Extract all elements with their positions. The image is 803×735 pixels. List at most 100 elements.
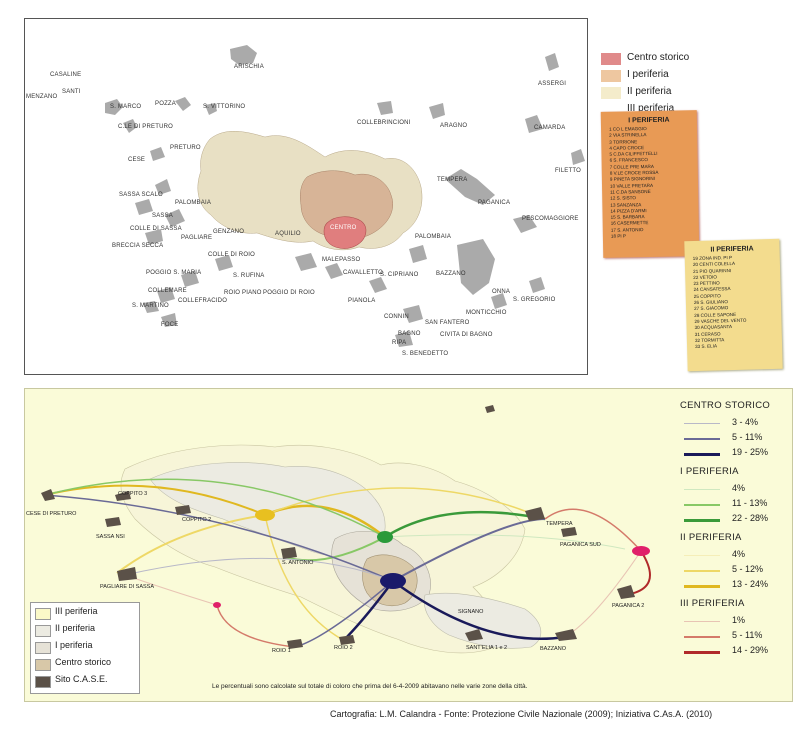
flow-legend-line xyxy=(684,489,720,490)
map-label: CESE xyxy=(128,157,146,163)
map-label: COLLE DI ROIO xyxy=(208,252,255,258)
map-label: PALOMBAIA xyxy=(415,234,452,240)
map-label: CAMARDA xyxy=(534,125,566,131)
map-label: MALEPASSO xyxy=(322,257,361,263)
map-label: CENTRO xyxy=(330,225,357,231)
map-label: SAN FANTERO xyxy=(425,320,470,326)
map-label: MONTICCHIO xyxy=(466,310,507,316)
map-label: S. GREGORIO xyxy=(513,297,556,303)
flow-legend-line xyxy=(684,651,720,654)
map-label: POZZA xyxy=(155,101,177,107)
map-label: MENZANO xyxy=(26,94,58,100)
site-label: SIGNANO xyxy=(458,609,484,615)
map-label: ASSERGI xyxy=(538,81,567,87)
flow-legend-row: 14 - 29% xyxy=(682,645,782,657)
legend-label: Centro storico xyxy=(627,52,690,63)
flow-legend-heading: I PERIFERIA xyxy=(680,466,739,477)
frazioni-patches xyxy=(105,45,585,347)
flow-legend-line xyxy=(684,519,720,522)
map-label: ROIO PIANO xyxy=(224,290,262,296)
site-label: PAGANICA 2 xyxy=(612,603,645,609)
flow-legend-line xyxy=(684,453,720,456)
flow-legend-row: 5 - 11% xyxy=(682,432,782,444)
site-label: TEMPERA xyxy=(546,521,573,527)
map-label: CASALINE xyxy=(50,72,82,78)
flow-legend-row: 5 - 12% xyxy=(682,564,782,576)
legend-swatch xyxy=(601,53,621,65)
list-item: 18 PI P xyxy=(610,233,627,239)
map-label: BRECCIA SECCA xyxy=(112,243,164,249)
map-label: PALOMBAIA xyxy=(175,200,212,206)
flow-legend-line xyxy=(684,570,720,572)
map-label: FOCE xyxy=(161,322,179,328)
map-label: BAZZANO xyxy=(436,271,466,277)
map-label: S. RUFINA xyxy=(233,273,265,279)
legend-row: III periferia xyxy=(35,606,139,620)
site-label: PAGLIARE DI SASSA xyxy=(100,584,155,590)
flow-legend-line xyxy=(684,423,720,424)
node-ii-periferia xyxy=(255,509,275,521)
legend-row: II periferia xyxy=(35,623,139,637)
map-label: S. BENEDETTO xyxy=(402,351,449,357)
site-label: ROIO 1 xyxy=(272,648,291,654)
map-label: CAVALLETTO xyxy=(343,270,384,276)
flow-legend-label: 5 - 11% xyxy=(732,432,763,442)
flow-legend-heading: II PERIFERIA xyxy=(680,532,742,543)
map-label: RIPA xyxy=(392,340,407,346)
map-label: POGGIO DI ROIO xyxy=(263,290,315,296)
flow-legend-row: 4% xyxy=(682,549,782,561)
map-label: COLLEMARE xyxy=(148,288,187,294)
legend-row-i: I periferia xyxy=(595,69,711,83)
legend-row: I periferia xyxy=(35,640,139,654)
bottom-map-svg xyxy=(41,405,651,654)
top-map-frame xyxy=(24,18,588,375)
legend-label: II periferia xyxy=(627,86,672,97)
flow-legend-label: 14 - 29% xyxy=(732,645,769,655)
site-label: CESE DI PRETURO xyxy=(26,511,77,517)
i-periferia-area xyxy=(300,170,393,240)
top-map-svg xyxy=(105,45,585,347)
bottom-legend: III periferia II periferia I periferia C… xyxy=(30,602,140,694)
list-title: I PERIFERIA xyxy=(628,116,670,125)
legend-swatch xyxy=(601,70,621,82)
flow-legend-label: 4% xyxy=(732,483,746,493)
legend-swatch xyxy=(35,642,51,654)
flow-legend-label: 3 - 4% xyxy=(732,417,759,427)
flow-legend-line xyxy=(684,585,720,588)
map-label: FILETTO xyxy=(555,168,581,174)
centro-storico-area xyxy=(323,216,367,249)
top-legend: Centro storico I periferia II periferia … xyxy=(595,52,711,120)
map-label: GENZANO xyxy=(213,229,245,235)
legend-label: III periferia xyxy=(627,103,675,114)
map-label: ARISCHIA xyxy=(234,64,264,70)
flow-legend-label: 13 - 24% xyxy=(732,579,769,589)
legend-swatch xyxy=(35,659,51,671)
flow-legend-line xyxy=(684,438,720,440)
map-label: COLLE DI SASSA xyxy=(130,226,182,232)
flow-legend-label: 22 - 28% xyxy=(732,513,769,523)
map-label: S. MARCO xyxy=(110,104,142,110)
list-title: II PERIFERIA xyxy=(710,245,754,254)
flow-legend-line xyxy=(684,504,720,506)
flow-legend-label: 5 - 12% xyxy=(732,564,764,574)
flow-legend-label: 1% xyxy=(732,615,746,625)
legend-swatch xyxy=(601,87,621,99)
map-label: SASSA SCALO xyxy=(119,192,163,198)
flow-legend-label: 4% xyxy=(732,549,746,559)
flow-legend-line xyxy=(684,636,720,638)
flow-legend-heading: CENTRO STORICO xyxy=(680,400,771,411)
flow-legend-label: 5 - 11% xyxy=(732,630,763,640)
flow-legend-heading: III PERIFERIA xyxy=(680,598,745,609)
map-label: SASSA xyxy=(152,213,174,219)
legend-label: III periferia xyxy=(55,606,98,616)
node-centro-storico xyxy=(380,573,406,589)
flow-legend-line xyxy=(684,621,720,622)
flow-legend-row: 22 - 28% xyxy=(682,513,782,525)
map-label: COLLEFRACIDO xyxy=(178,298,228,304)
map-label: PAGANICA xyxy=(478,200,511,206)
site-label: PAGANICA SUD xyxy=(560,542,601,548)
site-label: BAZZANO xyxy=(540,646,566,652)
